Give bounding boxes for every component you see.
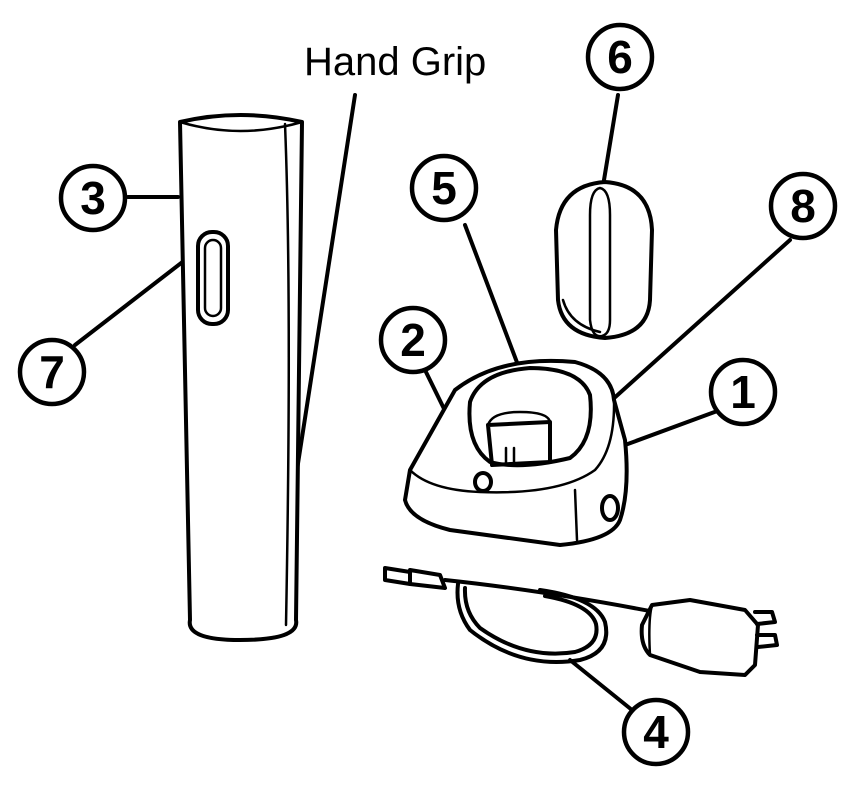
callout-7: 7	[20, 340, 84, 404]
callout-3: 3	[61, 166, 125, 230]
callout-7-number: 7	[39, 346, 65, 398]
label-hand-grip: Hand Grip	[304, 40, 486, 84]
base-shell	[405, 361, 627, 545]
dc-plug-tip	[385, 568, 410, 584]
adapter-block	[642, 600, 758, 675]
callout-2: 2	[381, 308, 445, 372]
callout-1: 1	[711, 360, 775, 424]
callout-4: 4	[624, 700, 688, 764]
prong-top	[755, 612, 775, 624]
cap-attachment	[556, 182, 652, 338]
leader-hand-grip	[297, 95, 355, 470]
callout-2-number: 2	[400, 314, 426, 366]
dc-plug-body	[410, 570, 445, 588]
leader-7	[75, 250, 198, 345]
callout-3-number: 3	[80, 172, 106, 224]
prong-bottom	[757, 635, 777, 647]
callout-1-number: 1	[730, 366, 756, 418]
callout-5-number: 5	[431, 162, 457, 214]
leader-1	[625, 410, 720, 445]
callout-4-number: 4	[643, 706, 669, 758]
callout-8-number: 8	[790, 180, 816, 232]
leader-4	[570, 660, 632, 710]
hand-unit-body	[180, 115, 302, 640]
callout-6-number: 6	[607, 31, 633, 83]
callout-6: 6	[588, 25, 652, 89]
leader-6	[604, 95, 618, 180]
callout-5: 5	[412, 156, 476, 220]
power-adapter	[385, 568, 777, 675]
hand-unit	[180, 115, 302, 640]
callout-8: 8	[771, 174, 835, 238]
charging-base	[405, 361, 627, 545]
